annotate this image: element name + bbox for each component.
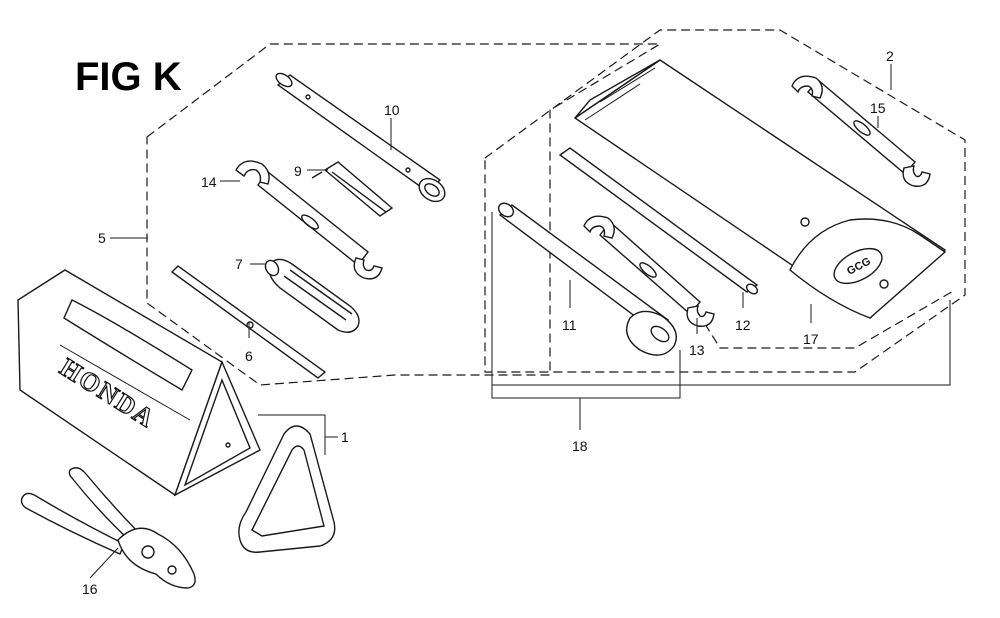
callout-15: 15 (870, 100, 886, 116)
figure-title: FIG K (75, 55, 182, 99)
callout-18: 18 (572, 438, 588, 454)
plug-wrench-part-11 (497, 202, 677, 356)
callout-11: 11 (562, 317, 577, 333)
box-spanner-part-10 (275, 72, 446, 203)
tool-bag-part-17: GCG (573, 59, 947, 319)
callout-6: 6 (245, 348, 253, 364)
group-outline-tool-set (146, 43, 663, 386)
bracket-18-outer (492, 300, 951, 386)
callout-12: 12 (735, 317, 751, 333)
callout-10: 10 (384, 102, 400, 118)
open-end-wrench-part-15 (791, 75, 931, 187)
callout-14: 14 (201, 174, 217, 190)
callout-5: 5 (98, 230, 106, 246)
callout-17: 17 (803, 331, 819, 347)
bracket-18 (491, 212, 681, 399)
callout-9: 9 (294, 163, 302, 179)
screwdriver-handle-part-7 (264, 258, 360, 333)
group-outline-tool-bag (484, 29, 966, 373)
tommy-bar-part-12 (558, 147, 759, 295)
callout-13: 13 (689, 342, 705, 358)
group-outline-tool-bag-inner (689, 289, 956, 349)
pliers-part-16 (20, 467, 196, 589)
callout-1: 1 (341, 429, 349, 445)
triangle-cap-part-1 (238, 425, 336, 553)
callout-2: 2 (886, 48, 894, 64)
open-end-wrench-part-13 (583, 215, 715, 327)
screwdriver-bit-part-9 (311, 161, 394, 217)
callout-7: 7 (235, 256, 243, 272)
open-end-wrench-part-14 (235, 160, 383, 280)
leader-lines (89, 64, 892, 579)
tool-case-part-5: HONDA (17, 269, 261, 497)
callout-16: 16 (82, 581, 98, 597)
